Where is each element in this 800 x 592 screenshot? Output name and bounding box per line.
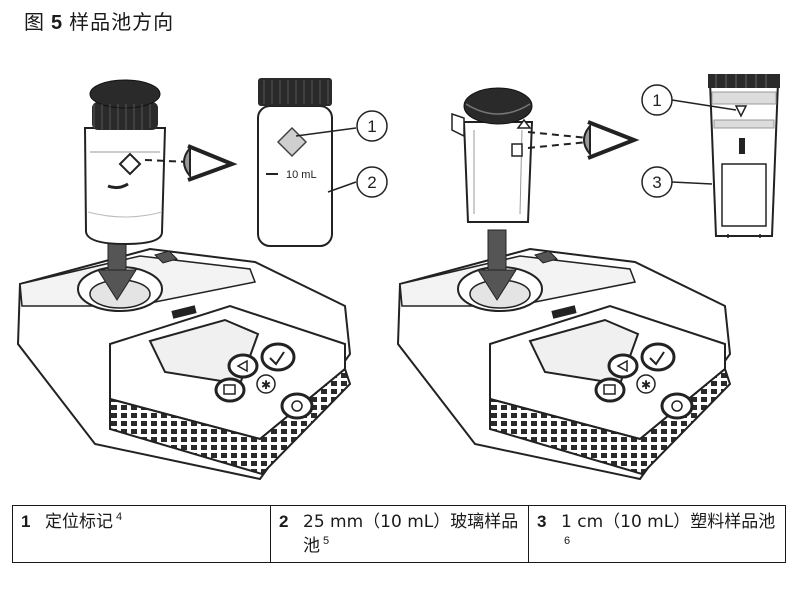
- legend-number: 3: [537, 512, 547, 531]
- volume-mark-label: 10 mL: [286, 169, 317, 181]
- callout-3: 3: [652, 173, 661, 192]
- callout-1-right: 1: [652, 91, 661, 110]
- figure-number: 5: [51, 12, 64, 34]
- footnote-ref: 5: [323, 535, 330, 547]
- instrument-left: ✱: [16, 247, 352, 481]
- glass-sample-cell-left: [83, 79, 167, 246]
- footnote-ref: 6: [564, 535, 571, 547]
- footnote-ref: 4: [116, 511, 123, 523]
- legend-number: 2: [279, 512, 289, 531]
- figure-label: 图: [24, 10, 45, 34]
- insert-arrow-right: [477, 229, 517, 301]
- callout-2: 2: [367, 173, 376, 192]
- sample-cell-orientation-illustration: ✱ 10 mL 1 2: [16, 74, 780, 481]
- eye-icon-left: [144, 144, 238, 182]
- plastic-sample-cell-right: [451, 87, 534, 223]
- legend-number: 1: [21, 512, 31, 531]
- legend-item-3: 3 1 cm（10 mL）塑料样品池6: [529, 506, 785, 562]
- callout-1-left: 1: [367, 117, 376, 136]
- svg-text:✱: ✱: [261, 378, 271, 392]
- figure-caption: 样品池方向: [69, 10, 175, 34]
- legend-text: 1 cm（10 mL）塑料样品池6: [561, 512, 776, 547]
- svg-text:✱: ✱: [641, 378, 651, 392]
- eye-icon-right: [527, 120, 640, 160]
- plastic-cell-detail: 1 3: [641, 74, 780, 238]
- keypad-left: ✱: [214, 342, 314, 420]
- instrument-right: ✱: [396, 247, 732, 481]
- glass-cell-detail: 10 mL 1 2: [257, 78, 388, 247]
- keypad-right: ✱: [594, 342, 694, 420]
